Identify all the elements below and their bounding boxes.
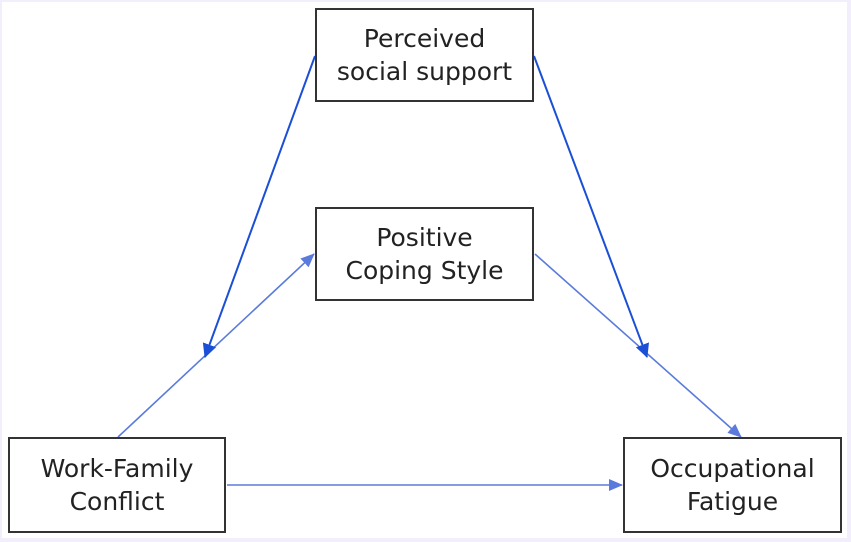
edge-pss-moderation-right xyxy=(533,55,649,358)
node-occupational-fatigue: Occupational Fatigue xyxy=(623,437,842,533)
node-perceived-social-support: Perceived social support xyxy=(315,8,534,102)
node-label-line: Work-Family xyxy=(40,454,194,483)
node-positive-coping-style: Positive Coping Style xyxy=(315,207,534,301)
edge-pss-moderation-left xyxy=(202,55,316,358)
node-work-family-conflict: Work-Family Conflict xyxy=(8,437,226,533)
node-label-line: Positive xyxy=(376,223,473,252)
node-label-line: social support xyxy=(336,57,513,86)
edge-wfc-to-pcs xyxy=(117,253,315,438)
node-label-line: Occupational xyxy=(650,454,815,483)
node-label-line: Fatigue xyxy=(686,487,779,516)
node-label-line: Conflict xyxy=(69,487,165,516)
node-label-line: Coping Style xyxy=(345,256,504,285)
edge-pcs-to-of xyxy=(534,253,742,438)
node-label-line: Perceived xyxy=(363,24,486,53)
